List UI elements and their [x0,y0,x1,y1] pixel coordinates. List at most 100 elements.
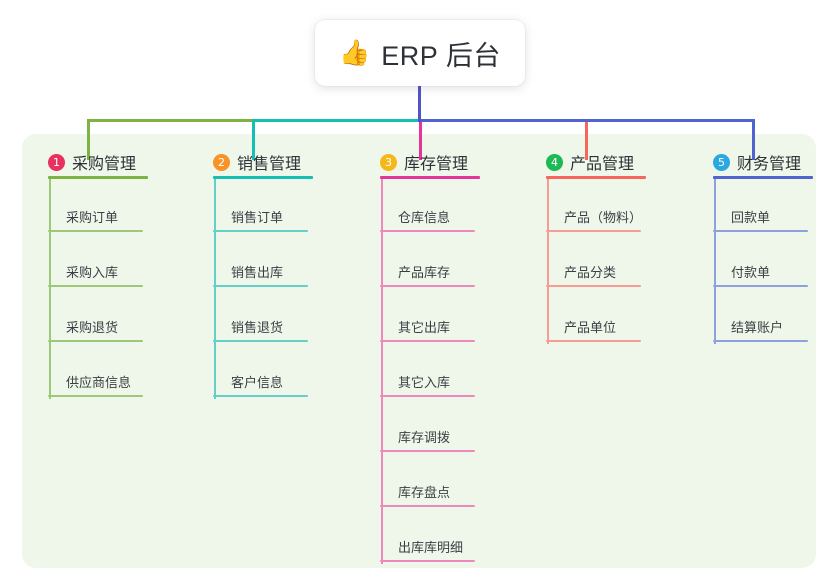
number-badge-5: 5 [713,153,730,171]
leaf-item[interactable]: 销售退货 [213,316,308,342]
leaf-item-underline [546,230,641,232]
column-underline [546,176,646,179]
bus-segment-2 [252,119,422,122]
leaf-item-underline [546,285,641,287]
leaf-item-label: 其它出库 [398,320,451,335]
bus-segment-1 [87,119,255,122]
number-badge-4: 4 [546,153,563,171]
leaf-item-label: 采购订单 [66,210,119,225]
leaf-item[interactable]: 库存盘点 [380,481,475,507]
leaf-item[interactable]: 仓库信息 [380,206,475,232]
leaf-item-label: 出库库明细 [398,540,464,555]
root-title-inner: 👍 ERP 后台 [339,34,501,73]
column-header-5[interactable]: 5 财务管理 [713,150,801,174]
leaf-item-underline [546,340,641,342]
column-title: 产品管理 [570,156,635,173]
leaf-item[interactable]: 产品单位 [546,316,641,342]
drop-line-col-4 [585,119,588,160]
column-underline [48,176,148,179]
column-stem [214,179,216,399]
leaf-item-underline [380,340,475,342]
page-title: ERP 后台 [381,40,501,71]
column-header-1[interactable]: 1 采购管理 [48,150,136,174]
leaf-item[interactable]: 出库库明细 [380,536,475,562]
leaf-item[interactable]: 库存调拨 [380,426,475,452]
leaf-item-label: 其它入库 [398,375,451,390]
leaf-item-underline [380,560,475,562]
column-header-4[interactable]: 4 产品管理 [546,150,634,174]
leaf-item-underline [380,230,475,232]
leaf-item[interactable]: 产品（物料） [546,206,643,232]
drop-line-col-5 [752,119,755,160]
leaf-item-label: 付款单 [731,265,771,280]
leaf-item[interactable]: 付款单 [713,261,808,287]
leaf-item-underline [48,395,143,397]
drop-line-col-3 [419,119,422,160]
leaf-item[interactable]: 其它入库 [380,371,475,397]
leaf-item-label: 销售退货 [231,320,284,335]
leaf-item-label: 库存盘点 [398,485,451,500]
leaf-item-label: 产品分类 [564,265,617,280]
leaf-item-label: 产品库存 [398,265,451,280]
leaf-item-label: 产品单位 [564,320,617,335]
leaf-item-underline [213,395,308,397]
leaf-item-underline [380,285,475,287]
leaf-item[interactable]: 其它出库 [380,316,475,342]
leaf-item-underline [48,340,143,342]
column-stem [547,179,549,344]
leaf-item[interactable]: 回款单 [713,206,808,232]
bus-segment-3 [419,119,755,122]
column-underline [713,176,813,179]
leaf-item[interactable]: 产品库存 [380,261,475,287]
leaf-item-label: 销售出库 [231,265,284,280]
leaf-item-label: 产品（物料） [564,210,643,225]
column-title: 财务管理 [737,156,802,173]
leaf-item[interactable]: 结算账户 [713,316,808,342]
leaf-item-underline [213,230,308,232]
column-stem [714,179,716,344]
number-badge-2: 2 [213,153,230,171]
number-badge-3: 3 [380,153,397,171]
column-header-3[interactable]: 3 库存管理 [380,150,468,174]
leaf-item-underline [713,230,808,232]
column-header-2[interactable]: 2 销售管理 [213,150,301,174]
leaf-item-underline [713,285,808,287]
column-underline [380,176,480,179]
leaf-item[interactable]: 采购入库 [48,261,143,287]
leaf-item[interactable]: 销售出库 [213,261,308,287]
leaf-item-label: 仓库信息 [398,210,451,225]
leaf-item-label: 销售订单 [231,210,284,225]
root-title-card[interactable]: 👍 ERP 后台 [315,20,525,86]
leaf-item[interactable]: 客户信息 [213,371,308,397]
leaf-item-label: 采购退货 [66,320,119,335]
root-connector-line [418,84,421,122]
number-badge-1: 1 [48,153,65,171]
column-title: 采购管理 [72,156,137,173]
leaf-item-underline [380,450,475,452]
leaf-item-label: 库存调拨 [398,430,451,445]
leaf-item-underline [380,505,475,507]
leaf-item-underline [713,340,808,342]
leaf-item-label: 采购入库 [66,265,119,280]
leaf-item[interactable]: 采购退货 [48,316,143,342]
leaf-item-underline [213,340,308,342]
column-title: 库存管理 [404,156,469,173]
leaf-item-underline [48,285,143,287]
column-title: 销售管理 [237,156,302,173]
leaf-item-underline [380,395,475,397]
leaf-item[interactable]: 产品分类 [546,261,641,287]
leaf-item[interactable]: 采购订单 [48,206,143,232]
leaf-item-underline [213,285,308,287]
leaf-item[interactable]: 销售订单 [213,206,308,232]
leaf-item-label: 供应商信息 [66,375,132,390]
thumbs-up-icon: 👍 [339,38,371,67]
leaf-item-label: 回款单 [731,210,771,225]
drop-line-col-2 [252,119,255,160]
drop-line-col-1 [87,119,90,160]
leaf-item[interactable]: 供应商信息 [48,371,143,397]
column-stem [381,179,383,564]
column-stem [49,179,51,399]
content-panel [22,134,816,568]
column-underline [213,176,313,179]
leaf-item-label: 结算账户 [731,320,784,335]
